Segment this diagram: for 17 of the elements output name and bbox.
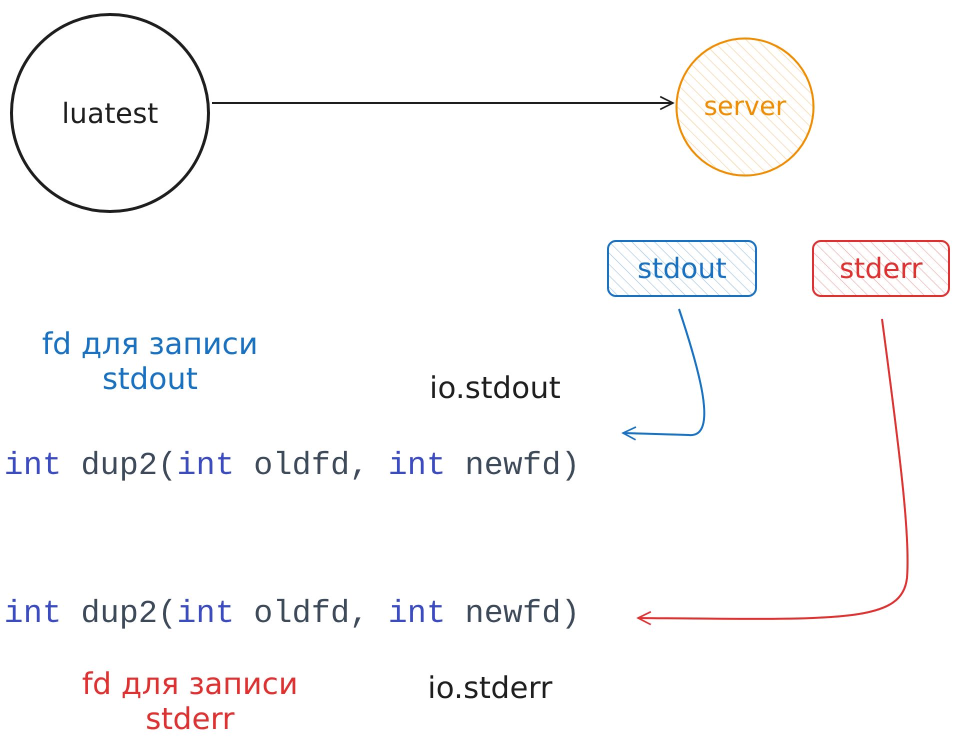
annotation-text: fd для записи stderr [80, 668, 300, 737]
node-label: server [704, 92, 786, 122]
annotation-text: io.stderr [426, 672, 554, 706]
label-box [607, 240, 757, 297]
code-line: int dup2(int oldfd, int newfd) [4, 588, 620, 638]
label-box [812, 240, 950, 297]
annotation-text: io.stdout [428, 372, 562, 406]
circle-node [10, 13, 210, 213]
node-label: luatest [62, 96, 158, 130]
annotation-text: fd для записи stdout [40, 328, 260, 397]
arrow [622, 308, 706, 441]
circle-node [675, 37, 815, 177]
node-label: stdout [637, 252, 727, 285]
code-line: int dup2(int oldfd, int newfd) [4, 440, 620, 490]
node-label: stderr [839, 252, 923, 285]
arrow [212, 96, 674, 110]
arrow [637, 318, 909, 626]
